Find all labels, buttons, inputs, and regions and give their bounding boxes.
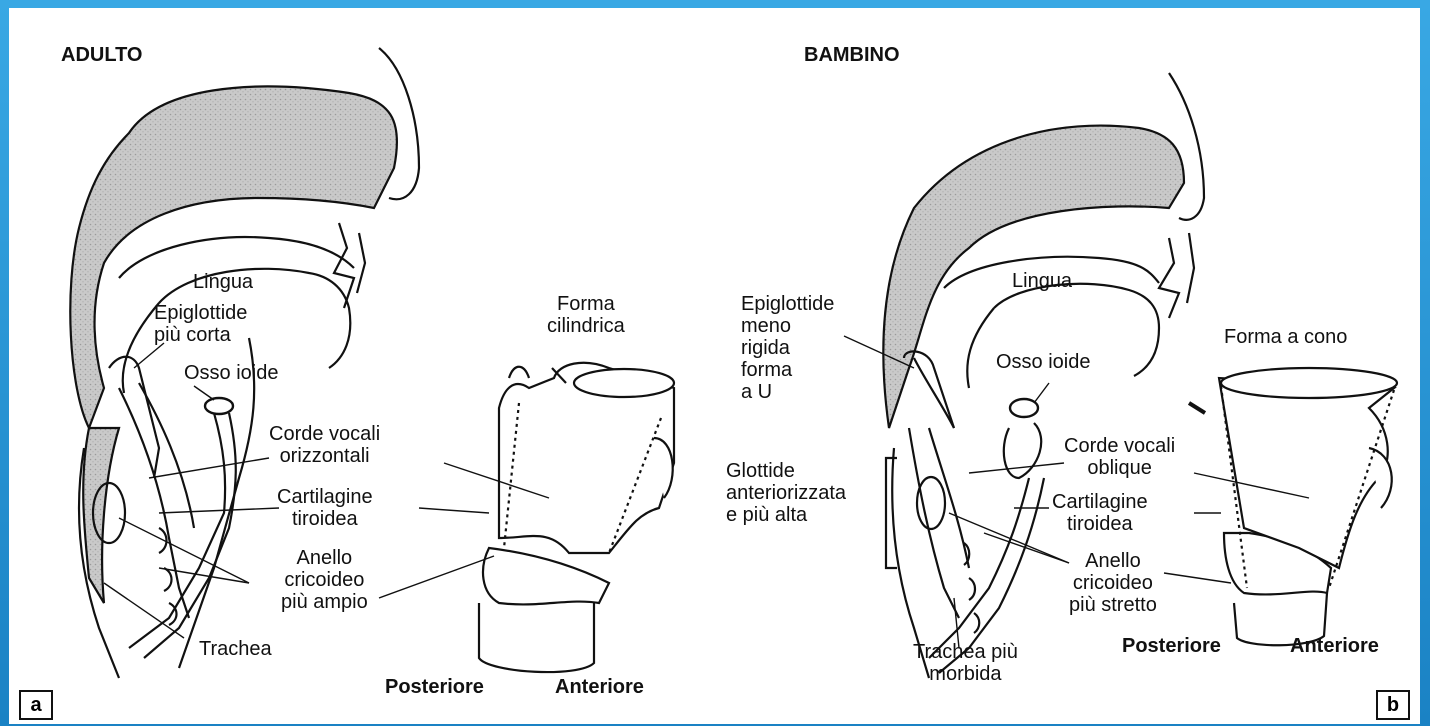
adult-larynx-cylinder: [479, 363, 674, 672]
label-trachea-child: Trachea più morbida: [913, 641, 1018, 685]
label-anteriore-adult: Anteriore: [555, 676, 644, 698]
label-forma-cilindrica: Forma cilindrica: [547, 293, 625, 337]
label-posteriore-adult: Posteriore: [385, 676, 484, 698]
label-corde-vocali-child: Corde vocali oblique: [1064, 435, 1175, 479]
label-osso-ioide-child: Osso ioide: [996, 351, 1091, 373]
label-osso-ioide-adult: Osso ioide: [184, 362, 279, 384]
label-epiglottide-child: Epiglottide meno rigida forma a U: [741, 293, 834, 403]
label-lingua-child: Lingua: [1012, 270, 1072, 292]
label-forma-a-cono: Forma a cono: [1224, 326, 1347, 348]
child-title: BAMBINO: [804, 44, 900, 67]
label-corde-vocali-adult: Corde vocali orizzontali: [269, 423, 380, 467]
label-anello-adult: Anello cricoideo più ampio: [281, 547, 368, 613]
label-cartilagine-adult: Cartilagine tiroidea: [277, 486, 373, 530]
label-epiglottide-adult: Epiglottide più corta: [154, 302, 247, 346]
figure-frame: ADULTO Lingua Epiglottide più corta Osso…: [9, 8, 1420, 724]
child-larynx-cone: [1189, 368, 1397, 645]
label-trachea-adult: Trachea: [199, 638, 272, 660]
label-posteriore-child: Posteriore: [1122, 635, 1221, 657]
label-anello-child: Anello cricoideo più stretto: [1069, 550, 1157, 616]
panel-tag-a: a: [19, 690, 53, 720]
label-glottide-child: Glottide anteriorizzata e più alta: [726, 460, 846, 526]
label-cartilagine-child: Cartilagine tiroidea: [1052, 491, 1148, 535]
label-anteriore-child: Anteriore: [1290, 635, 1379, 657]
panel-tag-b: b: [1376, 690, 1410, 720]
adult-title: ADULTO: [61, 44, 142, 67]
label-lingua-adult: Lingua: [193, 271, 253, 293]
